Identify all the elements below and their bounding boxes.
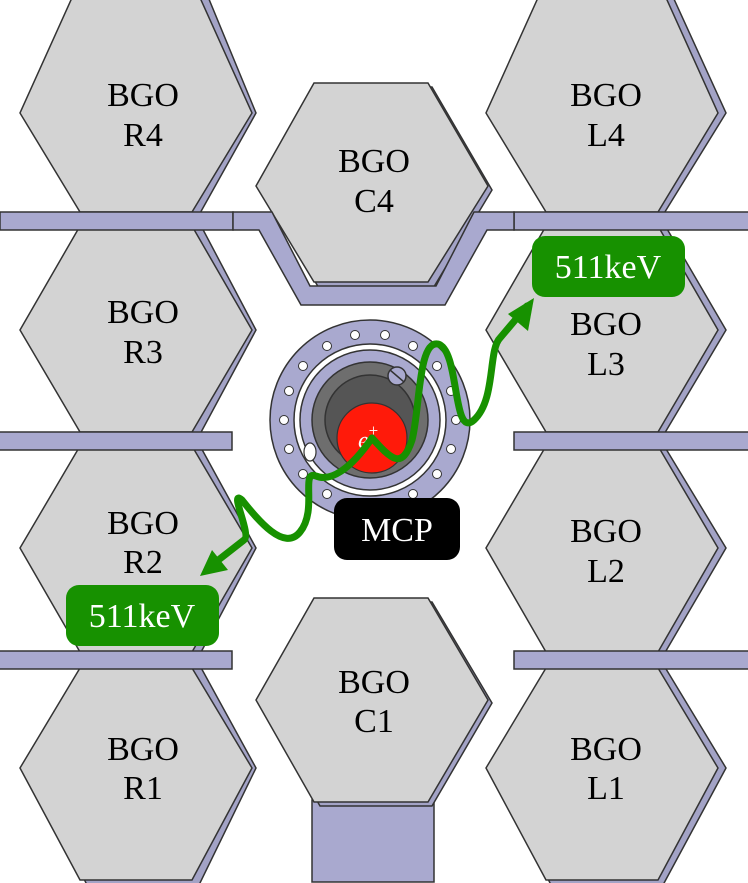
crystal-L4: BGO L4 (485, 0, 727, 216)
mcp-tag-text: MCP (361, 512, 433, 549)
crystal-L2-line2: L2 (587, 553, 625, 590)
crystal-R3-line1: BGO (107, 294, 179, 331)
crystal-C1-line1: BGO (338, 664, 410, 701)
crystal-L2-line1: BGO (570, 513, 642, 550)
crystal-R2-line2: R2 (123, 544, 163, 581)
crystal-R4: BGO R4 (19, 0, 257, 216)
gamma-ray-lower-left (200, 434, 376, 576)
crystal-C4: BGO C4 (255, 82, 493, 291)
arrowhead-icon (200, 550, 228, 576)
positron-label: e+ (358, 421, 378, 454)
crystal-L2: BGO L2 (485, 443, 727, 657)
gamma-tag-lower-left-text: 511keV (89, 598, 196, 635)
crystal-C1-line2: C1 (354, 703, 394, 740)
crystal-R1-line2: R1 (123, 770, 163, 807)
gamma-tag-upper-right: 511keV (532, 236, 685, 297)
crystal-L4-line2: L4 (587, 117, 625, 154)
mcp-tag: MCP (334, 498, 460, 560)
crystal-C4-line1: BGO (338, 143, 410, 180)
support-frame-bottom (0, 650, 748, 670)
gamma-tag-upper-right-text: 511keV (555, 249, 662, 286)
gamma-ray-upper-right (368, 298, 534, 463)
crystal-L1-line1: BGO (570, 731, 642, 768)
support-frame-middle (0, 431, 748, 451)
crystal-L1: BGO L1 (485, 663, 727, 883)
crystal-L1-line2: L1 (587, 770, 625, 807)
crystal-C1: BGO C1 (255, 597, 493, 807)
crystal-R4-line2: R4 (123, 117, 163, 154)
crystal-R2-line1: BGO (107, 505, 179, 542)
c1-base-block (311, 799, 435, 883)
crystal-L4-line1: BGO (570, 77, 642, 114)
gamma-tag-lower-left: 511keV (66, 585, 219, 646)
crystal-R1-line1: BGO (107, 731, 179, 768)
crystal-R3: BGO R3 (19, 221, 257, 437)
crystal-L3-line1: BGO (570, 306, 642, 343)
crystal-R4-line1: BGO (107, 77, 179, 114)
arrowhead-icon (508, 298, 534, 331)
crystal-L3-line2: L3 (587, 346, 625, 383)
crystal-R3-line2: R3 (123, 334, 163, 371)
crystal-R1: BGO R1 (19, 663, 257, 883)
mcp-detector: e+ (269, 319, 471, 521)
crystal-C4-line2: C4 (354, 183, 394, 220)
support-frame-top (0, 211, 748, 306)
